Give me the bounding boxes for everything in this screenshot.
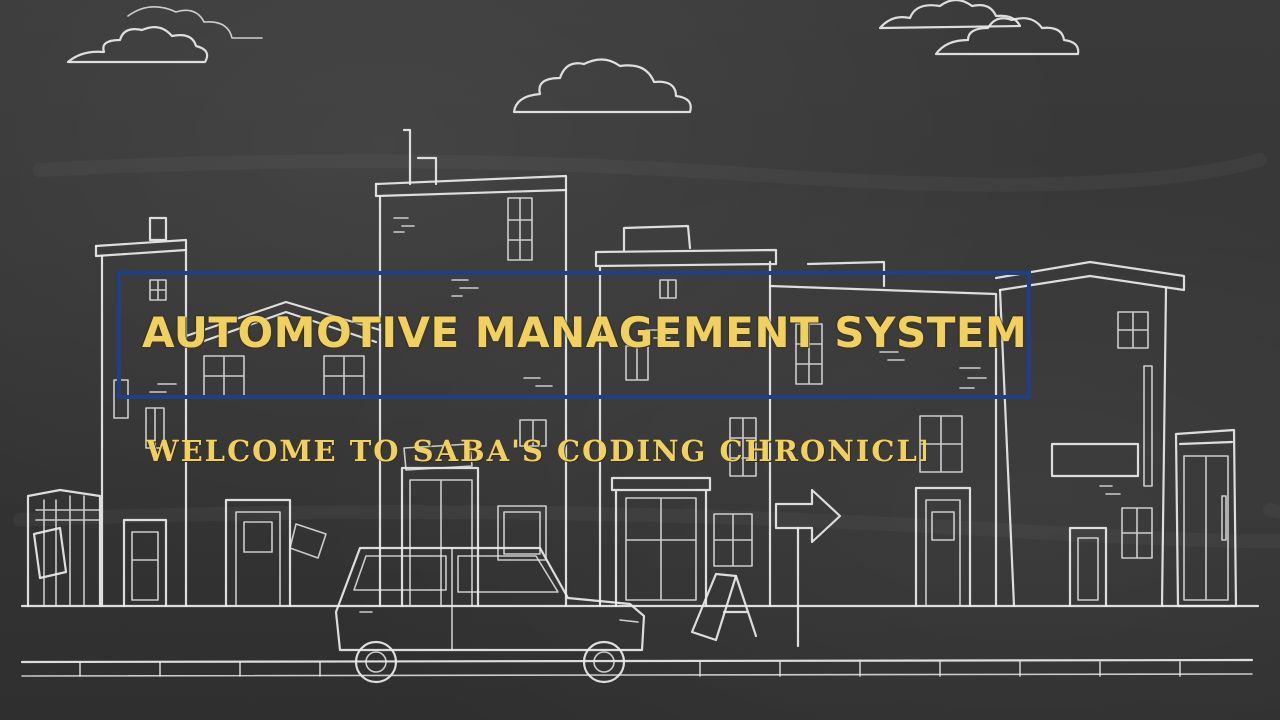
- building-right: [994, 260, 1186, 608]
- title-frame: [117, 271, 1031, 399]
- video-title: AUTOMOTIVE MANAGEMENT SYSTEM: [142, 308, 1028, 357]
- brick-marks: [149, 329, 905, 393]
- cloud-left: [66, 6, 263, 64]
- welcome-subtitle: WELCOME TO SABA'S CODING CHRONICLI: [146, 434, 926, 468]
- building-gable: [184, 300, 382, 608]
- arrow-sign: [774, 488, 842, 648]
- kiosk: [1174, 428, 1238, 608]
- cloud-center: [512, 58, 692, 114]
- building-shop: [594, 224, 778, 608]
- building-middle-right: [768, 260, 998, 608]
- street: [20, 604, 1260, 677]
- fence: [26, 488, 102, 608]
- sandwich-board: [690, 572, 758, 642]
- car: [334, 546, 646, 684]
- building-left-tall: [94, 216, 188, 608]
- cloud-right: [878, 0, 1080, 56]
- building-center-tall: [374, 128, 568, 608]
